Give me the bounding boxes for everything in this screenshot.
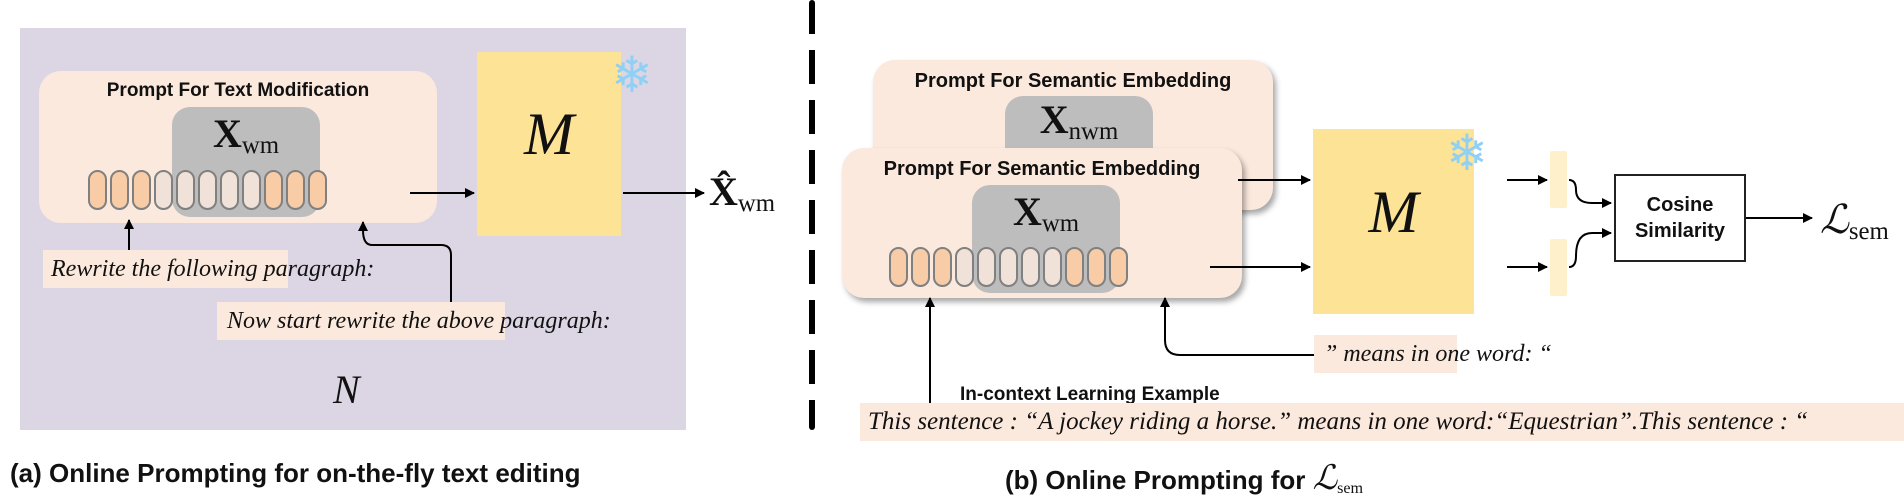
icl-example-chip: This sentence : “A jockey riding a horse… — [860, 403, 1904, 441]
content-token — [1043, 247, 1062, 287]
token-sequence-a — [88, 170, 327, 210]
dashed-divider — [809, 0, 815, 430]
embedding-nwm — [1550, 151, 1567, 208]
arrow-suffix-b-to-tokens — [1160, 297, 1314, 356]
prefix-instruction-chip: Rewrite the following paragraph: — [43, 250, 374, 288]
content-token — [999, 247, 1018, 287]
iteration-count-label: N — [333, 367, 360, 412]
watermarked-input-label: Xwm — [212, 111, 280, 160]
cosine-similarity-box: Cosine Similarity — [1614, 174, 1746, 262]
content-token — [977, 247, 996, 287]
snowflake-icon: ❄ — [1446, 125, 1488, 181]
content-token — [198, 170, 217, 210]
prompt-token — [1065, 247, 1084, 287]
prompt-token — [264, 170, 283, 210]
content-token — [1021, 247, 1040, 287]
arrow-emb-wm-to-cosine — [1568, 228, 1612, 268]
icl-title: In-context Learning Example — [960, 384, 1220, 405]
prompt-token — [911, 247, 930, 287]
prompt-b-back-title: Prompt For Semantic Embedding — [914, 70, 1232, 92]
content-token — [220, 170, 239, 210]
model-a-label: M — [524, 101, 574, 167]
watermarked-input-label-b: Xwm — [1012, 189, 1080, 238]
prompt-token — [889, 247, 908, 287]
prompt-token — [1087, 247, 1106, 287]
prompt-token — [308, 170, 327, 210]
model-b-label: M — [1368, 179, 1419, 245]
non-watermarked-input-box — [1005, 96, 1153, 152]
non-watermarked-input-label: Xnwm — [1039, 97, 1119, 146]
suffix-instruction-chip: Now start rewrite the above paragraph: — [217, 302, 611, 340]
content-token — [176, 170, 195, 210]
prompt-token — [933, 247, 952, 287]
prompt-b-front-title: Prompt For Semantic Embedding — [883, 158, 1201, 180]
content-token — [242, 170, 261, 210]
snowflake-icon: ❄ — [611, 47, 653, 103]
prompt-token — [88, 170, 107, 210]
prompt-token — [110, 170, 129, 210]
caption-b: (b) Online Prompting for ℒsem — [1005, 460, 1364, 498]
prompt-token — [132, 170, 151, 210]
frozen-model-b — [1313, 129, 1474, 314]
frozen-model-a — [477, 52, 621, 236]
prompt-token — [286, 170, 305, 210]
embedding-wm — [1550, 239, 1567, 296]
prompt-token — [1109, 247, 1128, 287]
caption-a: (a) Online Prompting for on-the-fly text… — [10, 458, 581, 488]
cosine-label-line2: Similarity — [1634, 220, 1726, 242]
arrow-emb-nwm-to-cosine — [1568, 179, 1612, 208]
content-token — [154, 170, 173, 210]
suffix-instruction-chip-b: ” means in one word: “ — [1314, 335, 1552, 373]
loss-label: ℒsem — [1820, 197, 1889, 246]
token-sequence-b — [889, 247, 1128, 287]
content-token — [955, 247, 974, 287]
output-label: X̂wm — [709, 169, 776, 218]
prompt-a-title: Prompt For Text Modification — [106, 80, 370, 101]
cosine-label-line1: Cosine — [1646, 194, 1714, 216]
